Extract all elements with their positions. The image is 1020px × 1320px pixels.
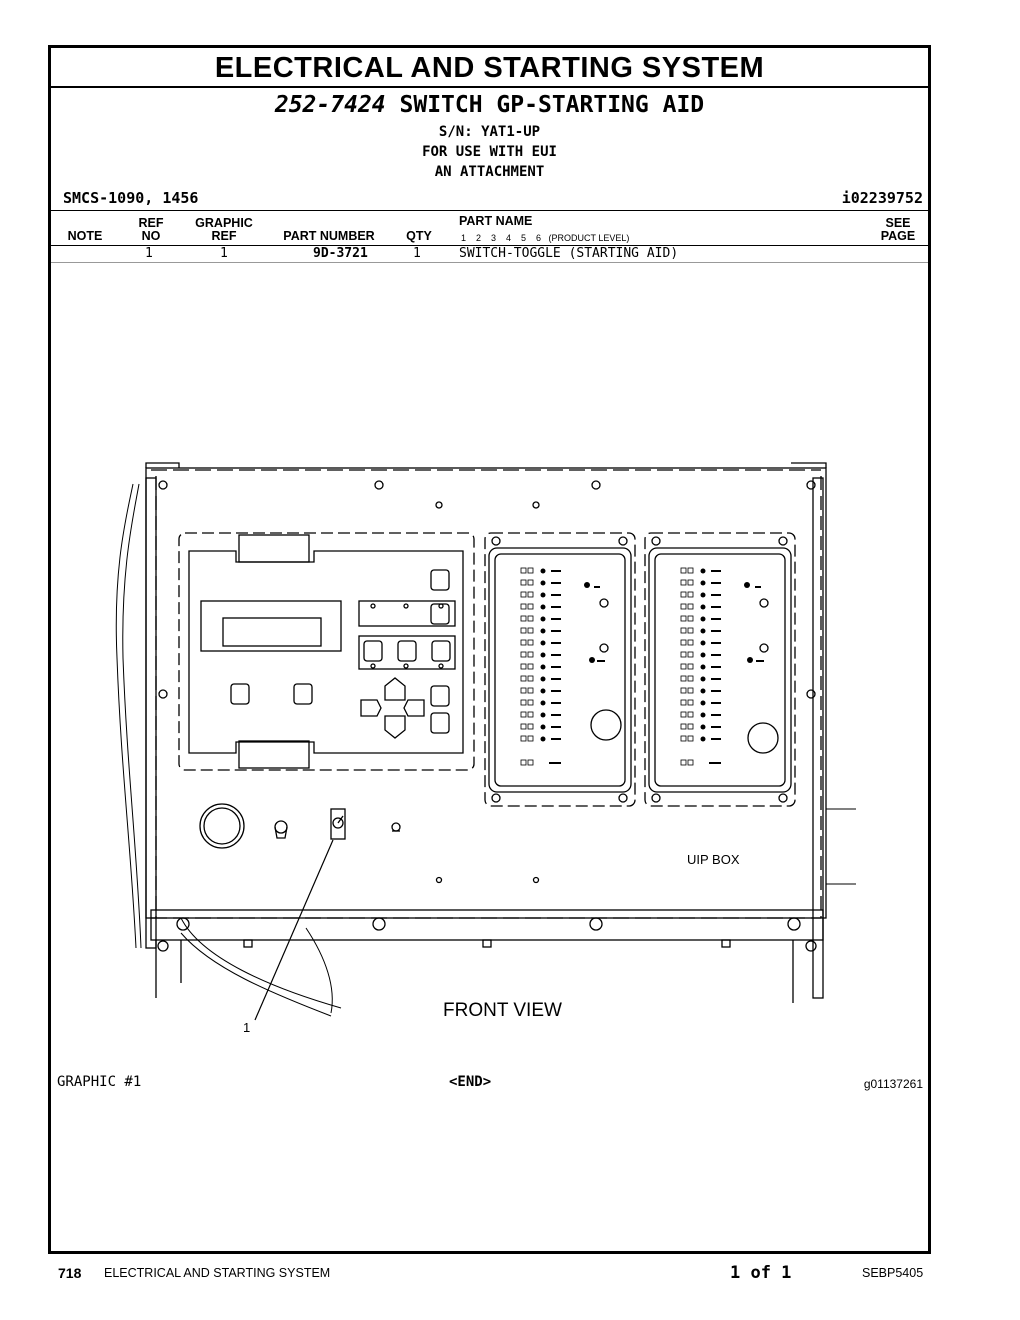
col-note: NOTE: [67, 229, 103, 243]
end-label: <END>: [449, 1074, 492, 1090]
part-group-heading: 252-7424 SWITCH GP-STARTING AID: [51, 92, 928, 118]
row-part-number[interactable]: 9D-3721: [313, 246, 368, 261]
col-graphic-ref-bottom: REF: [211, 229, 237, 243]
col-graphic-ref-top: GRAPHIC: [195, 216, 253, 230]
serial-number: S/N: YAT1-UP: [438, 124, 541, 140]
col-part-name: PART NAME: [459, 214, 533, 228]
graphic-id: g01137261: [863, 1077, 923, 1091]
table-row[interactable]: 1 1 9D-3721 1 SWITCH-TOGGLE (STARTING AI…: [51, 244, 928, 263]
col-qty: QTY: [406, 229, 432, 243]
section-title: ELECTRICAL AND STARTING SYSTEM: [51, 48, 928, 88]
col-ref-no-top: REF: [138, 216, 164, 230]
page-of: 1 of 1: [730, 1263, 792, 1283]
page-frame: ELECTRICAL AND STARTING SYSTEM 252-7424 …: [48, 45, 931, 1254]
uip-box-label: UIP BOX: [687, 852, 740, 867]
row-graphic-ref: 1: [220, 246, 228, 261]
smcs-code: SMCS-1090, 1456: [63, 189, 199, 207]
part-group-name: SWITCH GP-STARTING AID: [399, 92, 705, 118]
col-see-page-bottom: PAGE: [880, 229, 916, 243]
table-header: NOTE REF NO GRAPHIC REF PART NUMBER QTY …: [51, 210, 928, 246]
page-number: 718: [58, 1265, 82, 1281]
row-part-name: SWITCH-TOGGLE (STARTING AID): [459, 246, 679, 261]
col-see-page-top: SEE: [885, 216, 911, 230]
product-levels: 1 2 3 4 5 6 (PRODUCT LEVEL): [461, 233, 630, 243]
info-id: i02239752: [841, 189, 923, 207]
use-note: FOR USE WITH EUI: [422, 144, 557, 160]
row-ref-no: 1: [145, 246, 153, 261]
front-view-drawing: UIP BOX FRONT VIEW 1: [115, 462, 856, 1035]
footer-section: ELECTRICAL AND STARTING SYSTEM: [104, 1266, 331, 1280]
col-part-number: PART NUMBER: [283, 229, 375, 243]
part-group-number[interactable]: 252-7424: [274, 92, 386, 118]
callout-1[interactable]: 1: [243, 1020, 250, 1035]
graphic-label: GRAPHIC #1: [57, 1074, 142, 1090]
front-view-label: FRONT VIEW: [443, 1000, 562, 1021]
attachment-note: AN ATTACHMENT: [434, 164, 545, 180]
col-ref-no-bottom: NO: [141, 229, 161, 243]
publication-number: SEBP5405: [862, 1266, 924, 1280]
row-qty: 1: [413, 246, 421, 261]
